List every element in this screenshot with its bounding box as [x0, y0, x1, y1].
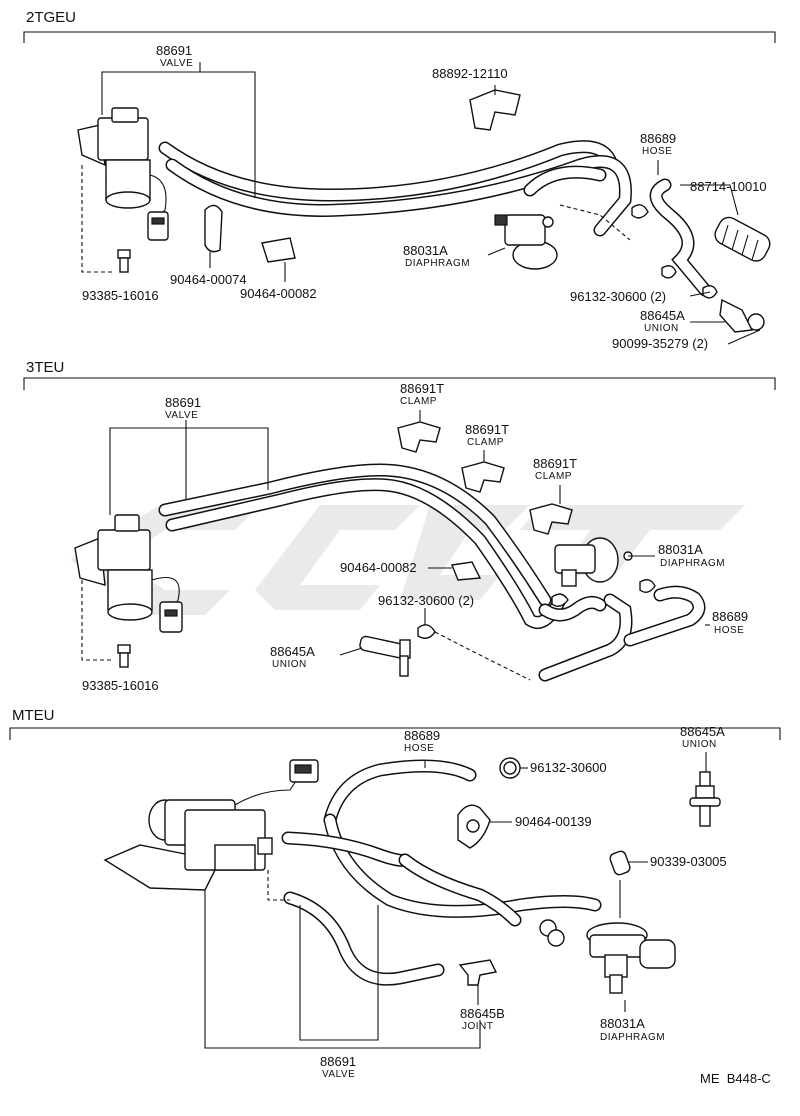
label-clip-number: 90464-00139 — [515, 814, 592, 829]
union-part — [359, 635, 411, 677]
label-clamp2-number: 96132-30600 (2) — [378, 593, 474, 608]
label-clamp-c-number: 88691T — [533, 456, 577, 471]
label-clamp-a-number: 88691T — [400, 381, 444, 396]
label-hose-number: 88689 — [404, 728, 440, 743]
label-valve-name: VALVE — [322, 1069, 355, 1080]
label-diaphragm-number: 88031A — [600, 1016, 645, 1031]
section-title: 2TGEU — [26, 9, 76, 26]
clip-parts — [417, 561, 656, 639]
clamp-parts — [397, 421, 573, 535]
label-valve-number: 88691 — [320, 1054, 356, 1069]
label-union-number: 88645A — [640, 308, 685, 323]
label-union-name: UNION — [272, 659, 307, 670]
section-title: MTEU — [12, 707, 55, 724]
hose-lines — [158, 463, 706, 682]
label-bracket-number: 88892-12110 — [432, 66, 508, 81]
label-clamp-a-name: CLAMP — [400, 396, 437, 407]
valve-assembly — [103, 759, 319, 891]
diaphragm-part — [494, 214, 558, 270]
label-hose-name: HOSE — [642, 146, 672, 157]
section-bracket — [23, 31, 776, 43]
label-clamp-number: 96132-30600 — [530, 760, 607, 775]
joint-part — [458, 959, 498, 986]
label-valve-name: VALVE — [160, 58, 193, 69]
label-diaphragm-name: DIAPHRAGM — [600, 1032, 665, 1043]
label-valve-number: 88691 — [156, 43, 192, 58]
label-joint-number: 88645B — [460, 1006, 505, 1021]
label-diaphragm-name: DIAPHRAGM — [405, 258, 470, 269]
hose-end-part — [714, 216, 771, 262]
section-2tgeu: 2TGEU — [23, 9, 776, 351]
clip-parts — [539, 919, 565, 947]
label-bolt-number: 93385-16016 — [82, 678, 159, 693]
label-clip1-number: 90464-00074 — [170, 272, 247, 287]
label-clamp-number: 96132-30600 (2) — [570, 289, 666, 304]
bolt-part — [117, 644, 131, 668]
label-diaphragm-number: 88031A — [658, 542, 703, 557]
label-clamp-b-name: CLAMP — [467, 437, 504, 448]
label-valve-number: 88691 — [165, 395, 201, 410]
diaphragm-part — [586, 922, 676, 994]
clip-parts — [204, 204, 765, 333]
clip-part — [457, 804, 491, 849]
section-mteu: MTEU — [9, 707, 781, 1080]
label-hose-number: 88689 — [712, 609, 748, 624]
label-clamp-c-name: CLAMP — [535, 471, 572, 482]
clamp-part — [499, 757, 521, 779]
label-union-number: 88645A — [680, 724, 725, 739]
section-bracket — [9, 727, 781, 740]
label-joint-name: JOINT — [462, 1021, 493, 1032]
label-valve-name: VALVE — [165, 410, 198, 421]
section-3teu: 3TEU — [23, 359, 776, 693]
diaphragm-part — [554, 537, 633, 587]
label-union-name: UNION — [682, 739, 717, 750]
label-hose-name: HOSE — [404, 743, 434, 754]
label-hose-name: HOSE — [714, 625, 744, 636]
label-union-name: UNION — [644, 323, 679, 334]
section-bracket — [23, 377, 776, 390]
label-hose-number: 88689 — [640, 131, 676, 146]
label-clip-number: 90464-00082 — [340, 560, 417, 575]
diagram-reference-code: ME B448-C — [700, 1071, 771, 1086]
label-clip2-number: 90464-00082 — [240, 286, 317, 301]
label-diaphragm-name: DIAPHRAGM — [660, 558, 725, 569]
label-clamp-b-number: 88691T — [465, 422, 509, 437]
hose-lines — [158, 140, 712, 297]
label-union-number: 88645A — [270, 644, 315, 659]
valve-assembly — [77, 107, 169, 241]
label-diaphragm-number: 88031A — [403, 243, 448, 258]
cap-part — [609, 850, 631, 876]
valve-assembly — [74, 514, 183, 633]
label-bolt-number: 93385-16016 — [82, 288, 159, 303]
hose-lines — [281, 759, 602, 986]
section-title: 3TEU — [26, 359, 64, 376]
union-part — [689, 771, 721, 827]
label-hose-end-number: 88714-10010 — [690, 179, 767, 194]
label-cap-number: 90339-03005 — [650, 854, 727, 869]
bolt-part — [117, 249, 131, 273]
label-ring-number: 90099-35279 (2) — [612, 336, 708, 351]
bracket-part — [469, 89, 521, 131]
